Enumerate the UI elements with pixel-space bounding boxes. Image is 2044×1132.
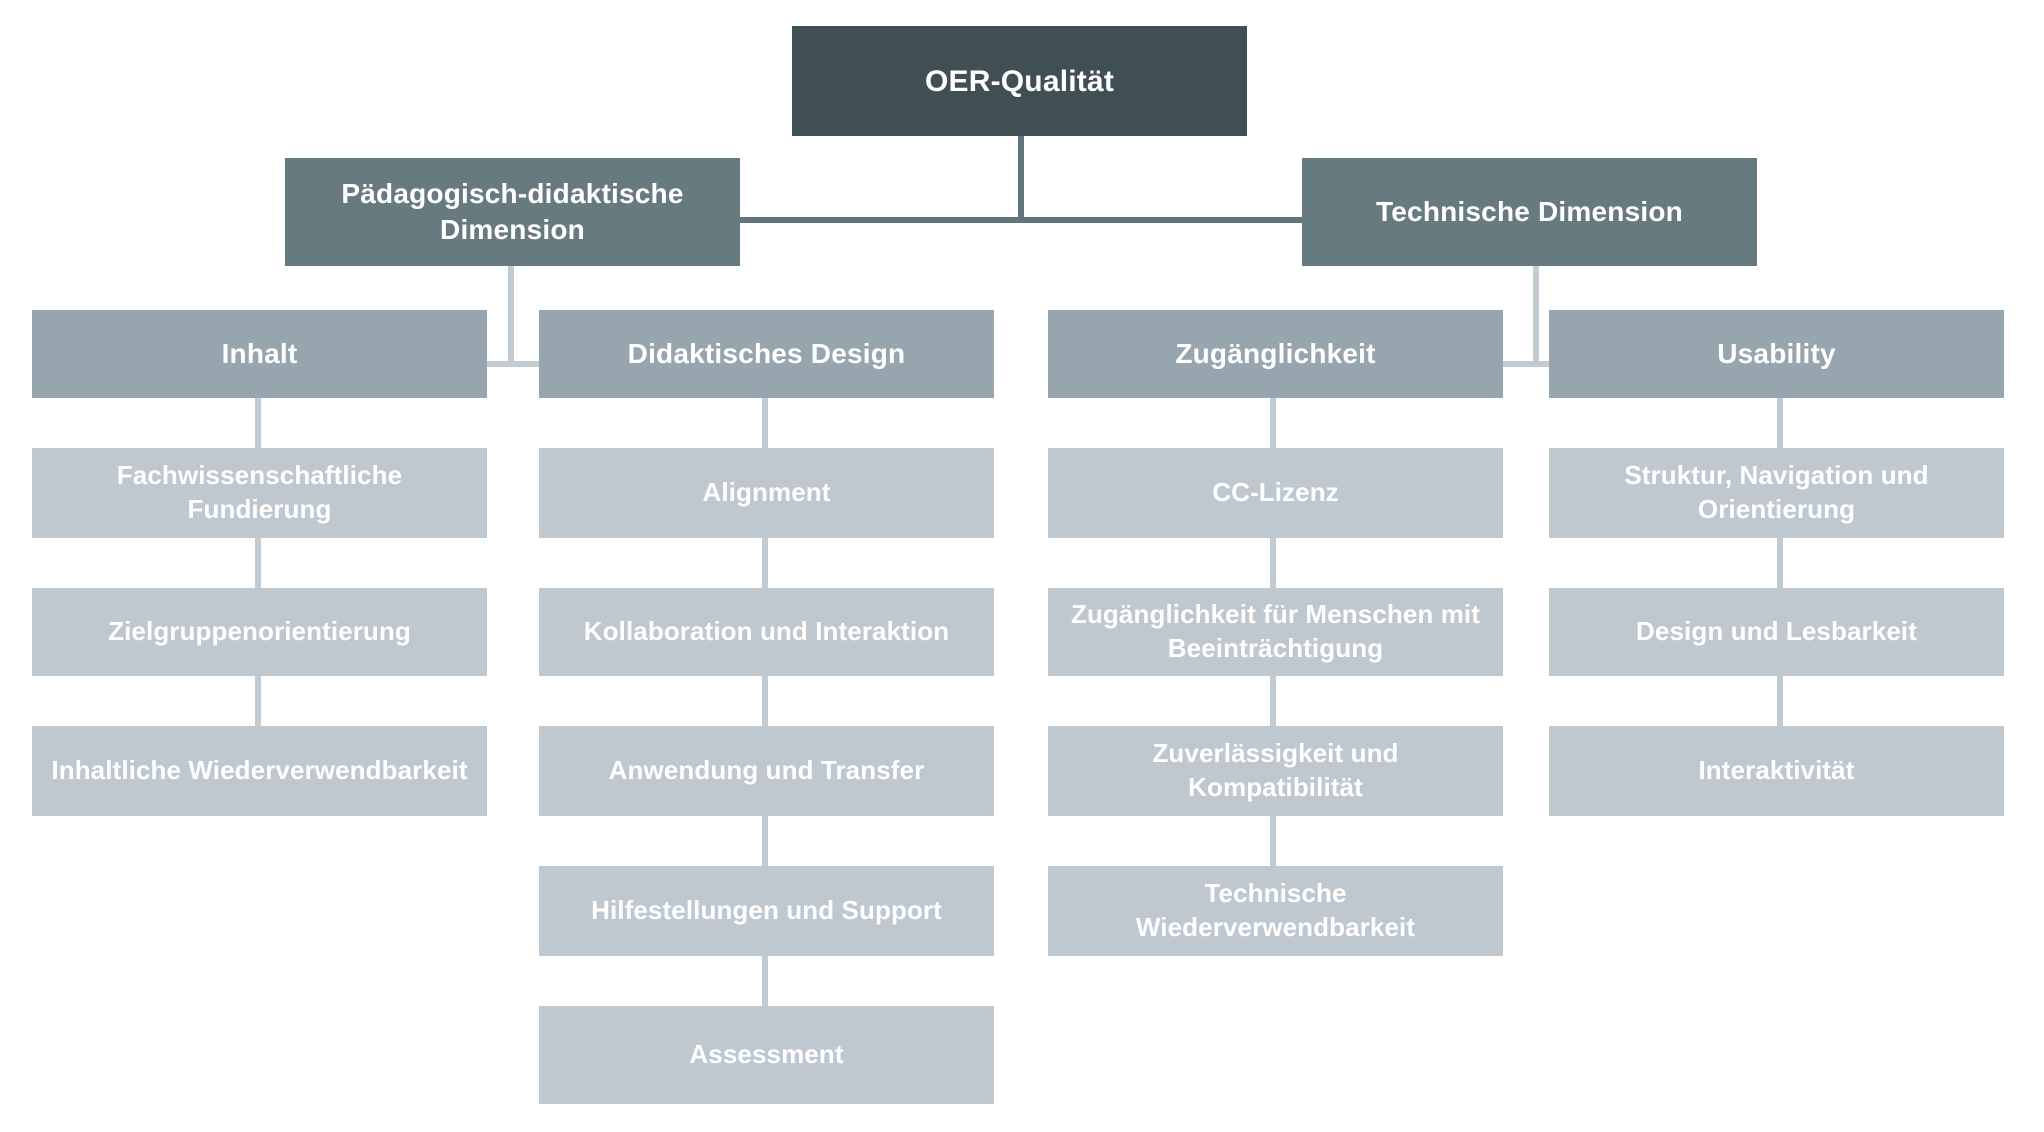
connector-col2-4 bbox=[762, 816, 768, 866]
node-category-didaktisches-design[interactable]: Didaktisches Design bbox=[539, 310, 994, 398]
node-leaf-label: Design und Lesbarkeit bbox=[1636, 616, 1917, 647]
node-dimension-paedagogisch-didaktisch[interactable]: Pädagogisch-didaktische Dimension bbox=[285, 158, 740, 266]
node-leaf-label: Interaktivität bbox=[1698, 755, 1855, 786]
connector-col2-1 bbox=[762, 398, 768, 448]
node-leaf-label: Alignment bbox=[702, 477, 831, 508]
connector-dimension-bus bbox=[520, 217, 1522, 223]
node-leaf-zielgruppenorientierung[interactable]: Zielgruppenorientierung bbox=[32, 588, 487, 676]
node-leaf-zugaenglichkeit-fuer-menschen-mit-beeintraechtigung[interactable]: Zugänglichkeit für Menschen mit Beeinträ… bbox=[1048, 588, 1503, 676]
node-root-oer-qualitaet[interactable]: OER-Qualität bbox=[792, 26, 1247, 136]
node-leaf-label: Technische Wiederverwendbarkeit bbox=[1135, 878, 1416, 942]
connector-col3-2 bbox=[1270, 538, 1276, 588]
node-leaf-inhaltliche-wiederverwendbarkeit[interactable]: Inhaltliche Wiederverwendbarkeit bbox=[32, 726, 487, 816]
connector-col4-1 bbox=[1777, 398, 1783, 448]
connector-root-vertical bbox=[1018, 134, 1024, 222]
node-leaf-label: Assessment bbox=[689, 1039, 844, 1070]
node-leaf-struktur-navigation-und-orientierung[interactable]: Struktur, Navigation und Orientierung bbox=[1549, 448, 2004, 538]
node-leaf-label: Kollaboration und Interaktion bbox=[583, 616, 950, 647]
connector-paed-vertical bbox=[508, 263, 514, 367]
node-leaf-label: Zuverlässigkeit und Kompatibilität bbox=[1152, 738, 1399, 802]
node-leaf-interaktivitaet[interactable]: Interaktivität bbox=[1549, 726, 2004, 816]
node-leaf-label: Anwendung und Transfer bbox=[608, 755, 925, 786]
node-leaf-design-und-lesbarkeit[interactable]: Design und Lesbarkeit bbox=[1549, 588, 2004, 676]
node-leaf-label: Struktur, Navigation und Orientierung bbox=[1624, 460, 1929, 524]
connector-col1-2 bbox=[255, 538, 261, 588]
node-leaf-alignment[interactable]: Alignment bbox=[539, 448, 994, 538]
node-leaf-label: Zielgruppenorientierung bbox=[108, 616, 411, 647]
node-leaf-zuverlaessigkeit-und-kompatibilitaet[interactable]: Zuverlässigkeit und Kompatibilität bbox=[1048, 726, 1503, 816]
node-category-inhalt[interactable]: Inhalt bbox=[32, 310, 487, 398]
connector-col4-2 bbox=[1777, 538, 1783, 588]
node-root-label: OER-Qualität bbox=[924, 64, 1115, 98]
node-leaf-technische-wiederverwendbarkeit[interactable]: Technische Wiederverwendbarkeit bbox=[1048, 866, 1503, 956]
connector-col2-2 bbox=[762, 538, 768, 588]
node-leaf-label: Zugänglichkeit für Menschen mit Beeinträ… bbox=[1070, 599, 1481, 663]
node-category-inhalt-label: Inhalt bbox=[221, 337, 298, 369]
node-category-usability-label: Usability bbox=[1717, 337, 1836, 369]
connector-col3-1 bbox=[1270, 398, 1276, 448]
connector-col2-3 bbox=[762, 676, 768, 726]
connector-col3-3 bbox=[1270, 676, 1276, 726]
connector-col3-4 bbox=[1270, 816, 1276, 866]
node-leaf-label: Inhaltliche Wiederverwendbarkeit bbox=[51, 755, 468, 786]
node-category-usability[interactable]: Usability bbox=[1549, 310, 2004, 398]
node-category-zugaenglichkeit-label: Zugänglichkeit bbox=[1175, 337, 1376, 369]
node-leaf-anwendung-und-transfer[interactable]: Anwendung und Transfer bbox=[539, 726, 994, 816]
node-dimension-technisch-label: Technische Dimension bbox=[1376, 195, 1683, 227]
node-leaf-label: Fachwissenschaftliche Fundierung bbox=[116, 460, 403, 524]
node-leaf-label: Hilfestellungen und Support bbox=[591, 895, 942, 926]
connector-col1-3 bbox=[255, 676, 261, 726]
connector-tech-cat-bus bbox=[1278, 361, 1784, 367]
node-leaf-fachwissenschaftliche-fundierung[interactable]: Fachwissenschaftliche Fundierung bbox=[32, 448, 487, 538]
node-leaf-label: CC-Lizenz bbox=[1212, 477, 1339, 508]
connector-paed-cat-bus bbox=[258, 361, 764, 367]
node-category-zugaenglichkeit[interactable]: Zugänglichkeit bbox=[1048, 310, 1503, 398]
connector-tech-vertical bbox=[1533, 263, 1539, 367]
node-leaf-kollaboration-und-interaktion[interactable]: Kollaboration und Interaktion bbox=[539, 588, 994, 676]
node-category-didaktisches-design-label: Didaktisches Design bbox=[627, 337, 906, 369]
connector-col1-1 bbox=[255, 398, 261, 448]
node-leaf-hilfestellungen-und-support[interactable]: Hilfestellungen und Support bbox=[539, 866, 994, 956]
node-dimension-technisch[interactable]: Technische Dimension bbox=[1302, 158, 1757, 266]
connector-col4-3 bbox=[1777, 676, 1783, 726]
node-dimension-paedagogisch-label: Pädagogisch-didaktische Dimension bbox=[341, 177, 684, 245]
node-leaf-assessment[interactable]: Assessment bbox=[539, 1006, 994, 1104]
node-leaf-cc-lizenz[interactable]: CC-Lizenz bbox=[1048, 448, 1503, 538]
connector-col2-5 bbox=[762, 956, 768, 1006]
